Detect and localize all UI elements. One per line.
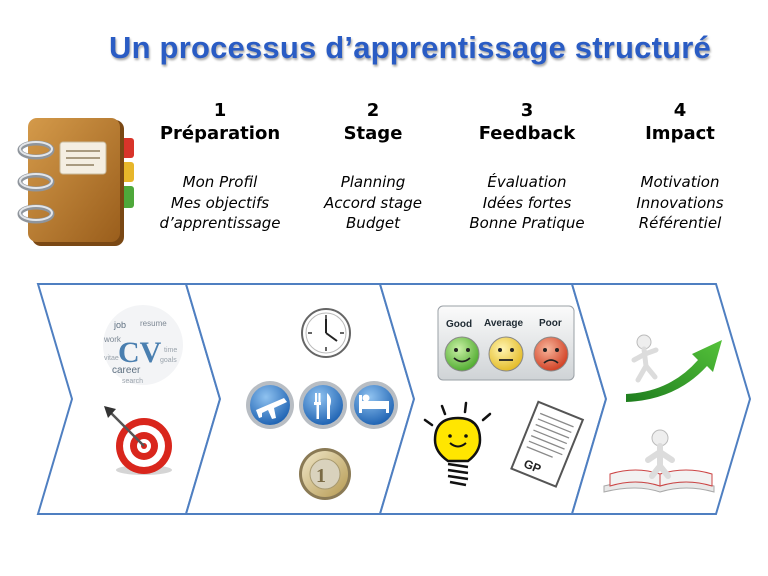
- cv-word: job: [113, 320, 126, 330]
- cv-word: search: [122, 378, 143, 385]
- cv-word: time: [164, 347, 177, 354]
- step-number: 2: [366, 100, 380, 121]
- step-name: Préparation: [159, 123, 281, 144]
- step-item: Référentiel: [638, 214, 722, 232]
- airplane-icon: [246, 381, 294, 429]
- step-item: Innovations: [636, 193, 724, 212]
- euro-coin-icon: 1: [299, 448, 351, 500]
- step-number: 4: [673, 100, 687, 121]
- document-gp-icon: GP: [510, 400, 585, 488]
- rating-label-poor: Poor: [539, 318, 562, 329]
- step-item: Bonne Pratique: [469, 214, 585, 232]
- step-3: 3 Feedback Évaluation Idées fortes Bonne…: [442, 100, 612, 234]
- cv-letters: CV: [118, 336, 162, 369]
- dart-target-icon: [104, 406, 172, 475]
- fork-knife-icon: [299, 381, 347, 429]
- cv-word: resume: [140, 319, 167, 328]
- step-item: Planning: [340, 173, 406, 191]
- clock-icon: [301, 308, 351, 358]
- doc-label: GP: [522, 457, 543, 476]
- step-item: Budget: [346, 214, 400, 232]
- step-number: 1: [213, 100, 227, 121]
- step-item: d’apprentissage: [159, 214, 281, 232]
- step-1: 1 Préparation Mon Profil Mes objectifs d…: [135, 100, 305, 234]
- step-item: Mes objectifs: [170, 193, 270, 212]
- cv-word-cloud-icon: job resume work career vitae time search…: [103, 305, 183, 385]
- step-item: Idées fortes: [482, 193, 572, 212]
- page-title: Un processus d’apprentissage structuré: [109, 30, 711, 65]
- step-name: Impact: [645, 123, 715, 144]
- cv-word: career: [112, 365, 141, 376]
- step-name: Feedback: [478, 123, 576, 144]
- step-number: 3: [520, 100, 534, 121]
- lightbulb-icon: [423, 401, 492, 487]
- bed-icon: [350, 381, 398, 429]
- step-item: Évaluation: [487, 173, 567, 191]
- cv-word: goals: [160, 357, 177, 364]
- step-name: Stage: [343, 123, 403, 144]
- svg-text:1: 1: [316, 465, 326, 487]
- reading-person-icon: [603, 429, 715, 493]
- cv-word: vitae: [104, 355, 119, 362]
- rating-label-good: Good: [446, 319, 472, 330]
- rating-faces-icon: Good Average Poor: [437, 305, 575, 381]
- step-item: Accord stage: [323, 193, 423, 212]
- step-2: 2 Stage Planning Accord stage Budget: [288, 100, 458, 234]
- growth-arrow-icon: [626, 334, 722, 402]
- step-item: Mon Profil: [182, 173, 258, 191]
- chevron-step-4: [570, 283, 752, 515]
- notebook-icon: [17, 118, 134, 246]
- cv-word: work: [103, 335, 122, 344]
- step-item: Motivation: [640, 173, 720, 191]
- rating-label-average: Average: [484, 318, 524, 329]
- step-4: 4 Impact Motivation Innovations Référent…: [595, 100, 765, 234]
